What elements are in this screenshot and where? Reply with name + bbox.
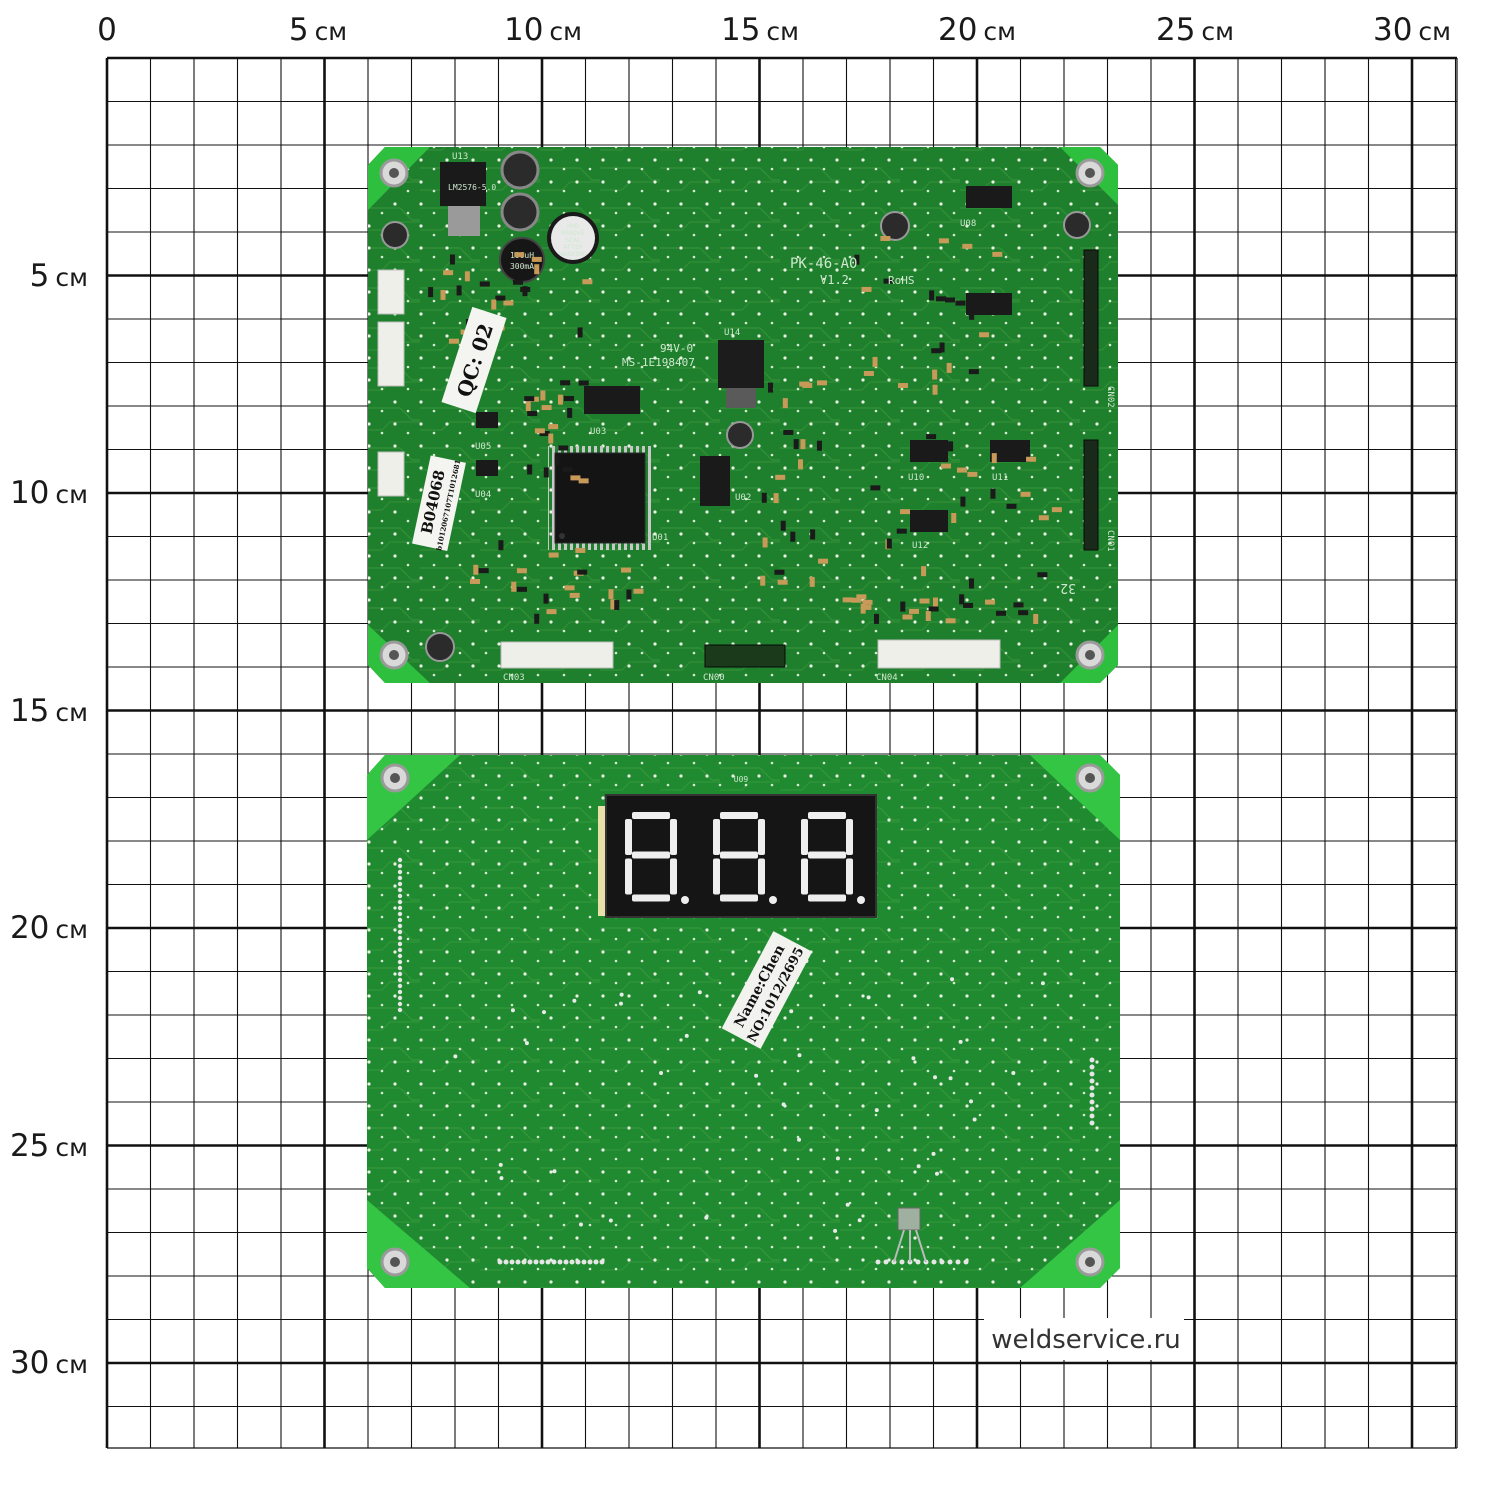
connector-cn07 xyxy=(377,269,405,315)
u10-label: U10 xyxy=(908,473,924,483)
connector-cn04: CN04 xyxy=(876,639,1001,683)
cn01-label: CN01 xyxy=(1105,530,1115,552)
buzzer-line-3: SEAL xyxy=(565,236,581,244)
sensor-component xyxy=(893,1207,927,1263)
display-label: U09 xyxy=(734,775,749,784)
u04-label: U04 xyxy=(475,490,491,500)
buzzer-line-5: WASHING xyxy=(559,250,586,258)
u12-label: U12 xyxy=(912,541,928,551)
soic-chips: U03 U05 U04 U02 U01 U08 U10 U11 U12 xyxy=(475,186,1030,551)
rohs-marking: RoHS xyxy=(888,274,915,287)
top-pcb-board: LM2576-5.0 U13 100uH 300mA HXD REMOVE SE… xyxy=(368,147,1118,683)
cn02-label: CN02 xyxy=(1105,386,1115,408)
regulator-u13: LM2576-5.0 U13 xyxy=(440,152,496,236)
u11-label: U11 xyxy=(992,473,1008,483)
watermark: weldservice.ru xyxy=(984,1318,1184,1360)
board-model-marking: PK-46-A0 xyxy=(790,256,857,272)
buzzer-line-1: HXD xyxy=(567,222,579,230)
watermark-text: weldservice.ru xyxy=(991,1325,1181,1355)
cert-code-marking: MS-1E198407 xyxy=(622,356,695,369)
inductor-current: 300mA xyxy=(510,262,534,271)
u13-label: U13 xyxy=(452,152,468,162)
buzzer-line-4: AFTER xyxy=(563,243,583,251)
seven-segment-display: U09 xyxy=(598,775,877,918)
connector-cn05 xyxy=(377,321,405,387)
cert-marking: 94V-0 xyxy=(660,342,693,355)
buzzer: HXD REMOVE SEAL AFTER WASHING xyxy=(547,212,599,264)
mcu-chip-u01 xyxy=(548,446,652,550)
regulator-u14: U14 xyxy=(718,328,764,408)
connector-cn06 xyxy=(377,451,405,497)
mounting-holes-bottom xyxy=(380,763,1105,1277)
connector-cn01: CN01 xyxy=(1083,439,1115,552)
solder-joints xyxy=(397,857,1095,1265)
connector-cn02: CN02 xyxy=(1083,249,1115,408)
u02-label: U02 xyxy=(735,493,751,503)
electrolytic-capacitors xyxy=(381,150,1091,662)
cn00-label: CN00 xyxy=(703,673,725,683)
u01-label: U01 xyxy=(652,533,668,543)
u05-label: U05 xyxy=(475,442,491,452)
cn04-label: CN04 xyxy=(876,673,898,683)
regulator-marking: LM2576-5.0 xyxy=(448,183,496,192)
ruler-x-0: 0 xyxy=(97,12,117,48)
u03-label: U03 xyxy=(590,427,606,437)
mounting-holes-top xyxy=(379,158,1105,670)
display-digit xyxy=(713,812,777,904)
smd-components xyxy=(428,235,1062,624)
cn03-label: CN03 xyxy=(503,673,525,683)
connector-cn03: CN03 xyxy=(500,641,614,683)
u08-label: U08 xyxy=(960,219,976,229)
board-version-marking: V1.2 xyxy=(820,273,849,287)
display-digit xyxy=(801,812,865,904)
display-digit xyxy=(625,812,689,904)
buzzer-line-2: REMOVE xyxy=(561,229,585,237)
u14-label: U14 xyxy=(724,328,740,338)
connector-cn00: CN00 xyxy=(703,644,786,683)
corner-mark: 32 xyxy=(1060,580,1076,595)
bottom-pcb-board: U09 Name:Chen NO:1012/2695 xyxy=(367,755,1120,1288)
